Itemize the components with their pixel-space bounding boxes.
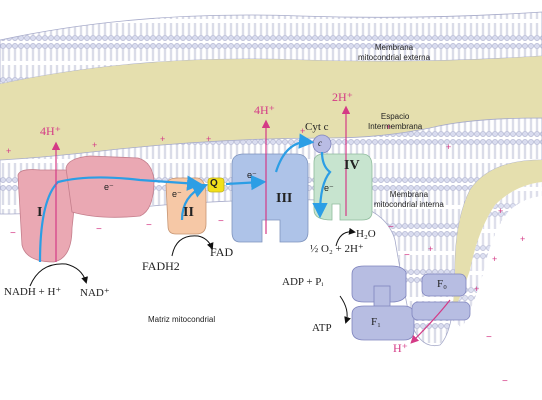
proton-label-atp: H⁺ [393, 341, 408, 355]
adp-label: ADP + Pᵢ [282, 276, 324, 288]
adp-arrow [339, 295, 351, 324]
svg-text:+: + [6, 146, 11, 156]
proton-arrow-atp [410, 299, 451, 344]
matrix-label: Matriz mitocondrial [148, 315, 216, 324]
nadh-arrow [29, 263, 88, 287]
complex-II-label: II [183, 205, 194, 220]
nad-label: NAD⁺ [80, 287, 110, 299]
svg-text:−: − [146, 220, 152, 231]
svg-text:+: + [474, 284, 479, 294]
h2o-label: H₂O [356, 228, 376, 240]
svg-text:+: + [498, 206, 503, 216]
svg-text:−: − [218, 216, 224, 227]
electron-path-I [38, 175, 203, 263]
nadh-label: NADH + H⁺ [4, 286, 62, 298]
svg-text:−: − [404, 250, 410, 261]
svg-text:−: − [10, 228, 16, 239]
svg-text:−: − [502, 376, 508, 387]
electron-label-IV: e⁻ [324, 183, 334, 193]
svg-text:+: + [446, 142, 451, 152]
complex-III-label: III [276, 191, 293, 206]
electron-path-II [180, 183, 209, 221]
intermembrane-space-label: Espacio Intermembrana [368, 112, 423, 131]
proton-label-I: 4H⁺ [40, 124, 61, 138]
cytochrome-c-short: c [318, 138, 322, 148]
negative-charges: − − − − − − − − [10, 216, 508, 387]
electron-path-III-c [274, 133, 315, 173]
svg-text:+: + [300, 126, 305, 136]
cytochrome-c-label: Cyt c [305, 121, 329, 133]
inner-membrane-label: Membrana mitocondrial interna [374, 190, 444, 209]
o2-label: ½ O₂ + 2H⁺ [310, 243, 364, 255]
fadh2-arrow [171, 235, 214, 257]
electron-label-I: e⁻ [104, 182, 114, 192]
electron-path-Q-III [225, 174, 267, 191]
fadh2-label: FADH2 [142, 259, 180, 273]
atp-label: ATP [312, 322, 332, 334]
crista-space [450, 160, 542, 318]
svg-text:+: + [386, 122, 391, 132]
proton-label-IV: 2H⁺ [332, 90, 353, 104]
svg-text:+: + [492, 254, 497, 264]
electron-path-c-IV [312, 151, 332, 219]
svg-text:+: + [206, 134, 211, 144]
svg-text:+: + [520, 234, 525, 244]
atp-synthase [351, 265, 471, 341]
f0-label: F₀ [437, 278, 447, 290]
svg-text:−: − [388, 222, 394, 233]
svg-text:+: + [92, 140, 97, 150]
fad-label: FAD [210, 245, 234, 259]
cytochrome-c [312, 134, 332, 154]
svg-text:+: + [428, 244, 433, 254]
quinone-label: Q [210, 178, 218, 189]
positive-charges: + + + + + + + + + + + + [6, 122, 525, 294]
electron-label-II: e⁻ [172, 189, 182, 199]
complex-III [231, 153, 309, 243]
svg-text:+: + [160, 134, 165, 144]
svg-text:−: − [486, 332, 492, 343]
complex-IV-label: IV [344, 158, 360, 173]
intermembrane-space [0, 56, 542, 160]
crista-outer [450, 182, 542, 328]
complex-I [17, 155, 155, 263]
svg-text:−: − [96, 224, 102, 235]
f1-label: F₁ [371, 316, 381, 328]
outer-membrane-label: Membrana mitocondrial externa [358, 43, 431, 62]
complex-I-label: I [37, 205, 43, 220]
o2-arrow [335, 227, 356, 247]
electron-label-III: e⁻ [247, 170, 257, 180]
proton-label-III: 4H⁺ [254, 103, 275, 117]
